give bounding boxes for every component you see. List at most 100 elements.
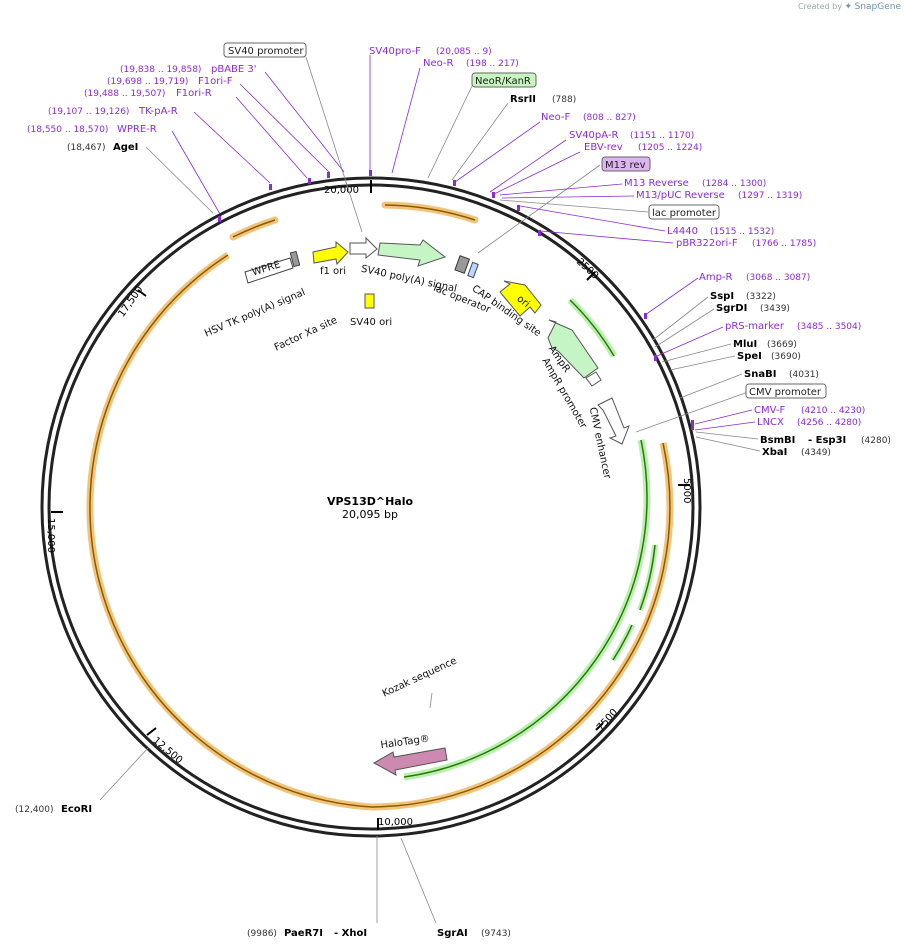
- annot-m13-puc-reverse-range: (1297 .. 1319): [738, 191, 802, 201]
- annot-l4440-range: (1515 .. 1532): [710, 227, 774, 237]
- annot-wpre-r: WPRE-R: [117, 124, 157, 135]
- neor-kanr-box: [471, 72, 537, 88]
- arc-right-orange: [371, 442, 674, 811]
- annot-l4440: L4440: [667, 226, 698, 237]
- arc-right-orange-line: [371, 442, 671, 808]
- annot-pbabe3-range: (19,838 .. 19,858): [120, 65, 201, 75]
- wpre-box: [244, 257, 294, 284]
- mark-l4440: [538, 230, 541, 236]
- tick-7500: [595, 722, 604, 731]
- annot-paer7i: PaeR7I: [284, 928, 323, 939]
- orange-arcs: [86, 201, 674, 811]
- cmv-enhancer-arrow: [597, 397, 630, 445]
- annot-neo-r: Neo-R: [423, 58, 454, 69]
- snapgene-watermark: Created by ✦ SnapGene: [798, 2, 901, 12]
- tick-label-17500: 17,500: [116, 284, 145, 319]
- annot-lncx-range: (4256 .. 4280): [797, 418, 861, 428]
- plasmid-center: VPS13D^Halo 20,095 bp: [327, 495, 414, 521]
- annotations: SV40 promoter SV40pro-F (20,085 .. 9) Ne…: [15, 42, 891, 939]
- annot-rsrii: RsrII: [510, 94, 536, 105]
- annot-xhoi: - XhoI: [334, 928, 367, 939]
- feature-sv40-ori: SV40 ori: [350, 317, 392, 328]
- annot-tk-pa-r: TK-pA-R: [138, 106, 178, 117]
- mark-sv40pro: [369, 170, 372, 176]
- annot-neo-r-range: (198 .. 217): [466, 59, 519, 69]
- arc-low-green-line: [612, 624, 633, 661]
- watermark-prefix: Created by: [797, 2, 842, 11]
- annot-bsmbi: BsmBI: [760, 435, 795, 446]
- arc-top-orange: [381, 201, 479, 224]
- annot-rsrii-pos: (788): [552, 95, 576, 105]
- mark-pbabe: [327, 172, 330, 178]
- feature-f1-ori: f1 ori: [320, 266, 346, 277]
- annot-ecori: EcoRI: [61, 804, 92, 815]
- feature-shapes: [244, 236, 630, 776]
- annot-cmv-f: CMV-F: [754, 405, 785, 416]
- annot-sv40pa-r-range: (1151 .. 1170): [630, 131, 694, 141]
- annot-m13-puc-reverse: M13/pUC Reverse: [636, 190, 725, 201]
- annot-snabi-pos: (4031): [789, 370, 819, 380]
- annot-lncx: LNCX: [757, 417, 784, 428]
- tick-label-10000: 10,000: [378, 817, 413, 828]
- tick-17500: [137, 289, 147, 297]
- ampr-arrow: [547, 319, 599, 379]
- watermark-brand: SnapGene: [854, 2, 901, 12]
- mark-cmvf: [691, 420, 694, 430]
- annot-f1ori-r: F1ori-R: [176, 88, 212, 99]
- feature-factor-xa: Factor Xa site: [273, 315, 339, 354]
- feature-halotag: HaloTag®: [380, 733, 431, 751]
- annot-cmv-promoter: CMV promoter: [749, 387, 822, 398]
- m13-rev-box: [601, 156, 651, 172]
- annot-ebv-rev: EBV-rev: [584, 142, 623, 153]
- sv40-ori-box: [364, 293, 375, 309]
- mark-prs: [654, 355, 657, 361]
- site-marks: [218, 170, 694, 430]
- arc-left-orange-line: [89, 254, 373, 808]
- annot-bsmbi-pos: (4280): [861, 436, 891, 446]
- arc-halo-green-line: [403, 439, 648, 778]
- mark-ampr: [644, 313, 647, 319]
- annot-prs-marker-range: (3485 .. 3504): [797, 322, 861, 332]
- lac-promoter-box: [648, 204, 720, 220]
- tick-12500: [146, 727, 157, 736]
- annot-sspi: SspI: [710, 291, 734, 302]
- annot-f1ori-f-range: (19,698 .. 19,719): [107, 77, 188, 87]
- neor-kanr-arrow: [377, 239, 447, 267]
- annot-sgrai: SgrAI: [437, 928, 468, 939]
- tick-label-20000: 20,000: [324, 185, 359, 196]
- annot-pbr322ori-f-range: (1766 .. 1785): [752, 239, 816, 249]
- mark-tkpa: [269, 184, 272, 190]
- annot-spei-pos: (3690): [771, 352, 801, 362]
- arc-amp-green-line: [569, 299, 615, 357]
- f1-ori-arrow: [312, 240, 349, 266]
- annot-sv40pro-f-range: (20,085 .. 9): [436, 47, 492, 57]
- annot-wpre-r-range: (18,550 .. 18,570): [27, 125, 108, 135]
- annot-m13-rev: M13 rev: [605, 160, 646, 171]
- annot-sgrdi-pos: (3439): [760, 304, 790, 314]
- hsv-tk-mark: [289, 250, 301, 268]
- annot-pbr322ori-f: pBR322ori-F: [676, 238, 738, 249]
- annot-sv40-promoter: SV40 promoter: [228, 46, 304, 57]
- mark-f1ori: [308, 178, 311, 184]
- lac-mark: [467, 261, 479, 279]
- annot-xbai-pos: (4349): [801, 448, 831, 458]
- halotag-arrow: [372, 747, 448, 776]
- annot-snabi: SnaBI: [744, 369, 776, 380]
- annot-tk-pa-r-range: (19,107 .. 19,126): [48, 107, 129, 117]
- annot-mlui: MluI: [733, 339, 757, 350]
- annot-ebv-rev-range: (1205 .. 1224): [638, 143, 702, 153]
- annot-sspi-pos: (3322): [746, 292, 776, 302]
- leader-lines: [99, 55, 761, 924]
- annot-cmv-f-range: (4210 .. 4230): [801, 406, 865, 416]
- annot-xbai: XbaI: [762, 447, 787, 458]
- feature-kozak: Kozak sequence: [381, 655, 459, 699]
- annot-pbabe3: pBABE 3': [211, 64, 257, 75]
- sv40-promoter-arrow: [349, 236, 378, 260]
- tick-label-7500: 7500: [595, 707, 620, 733]
- annot-f1ori-r-range: (19,488 .. 19,507): [84, 89, 165, 99]
- sv40-polya-box: [454, 255, 471, 274]
- arc-halo-green: [403, 439, 651, 781]
- annot-esp3i: - Esp3I: [808, 435, 846, 446]
- cmv-promoter-box: [745, 383, 827, 399]
- snapgene-logo-icon: ✦: [844, 2, 853, 12]
